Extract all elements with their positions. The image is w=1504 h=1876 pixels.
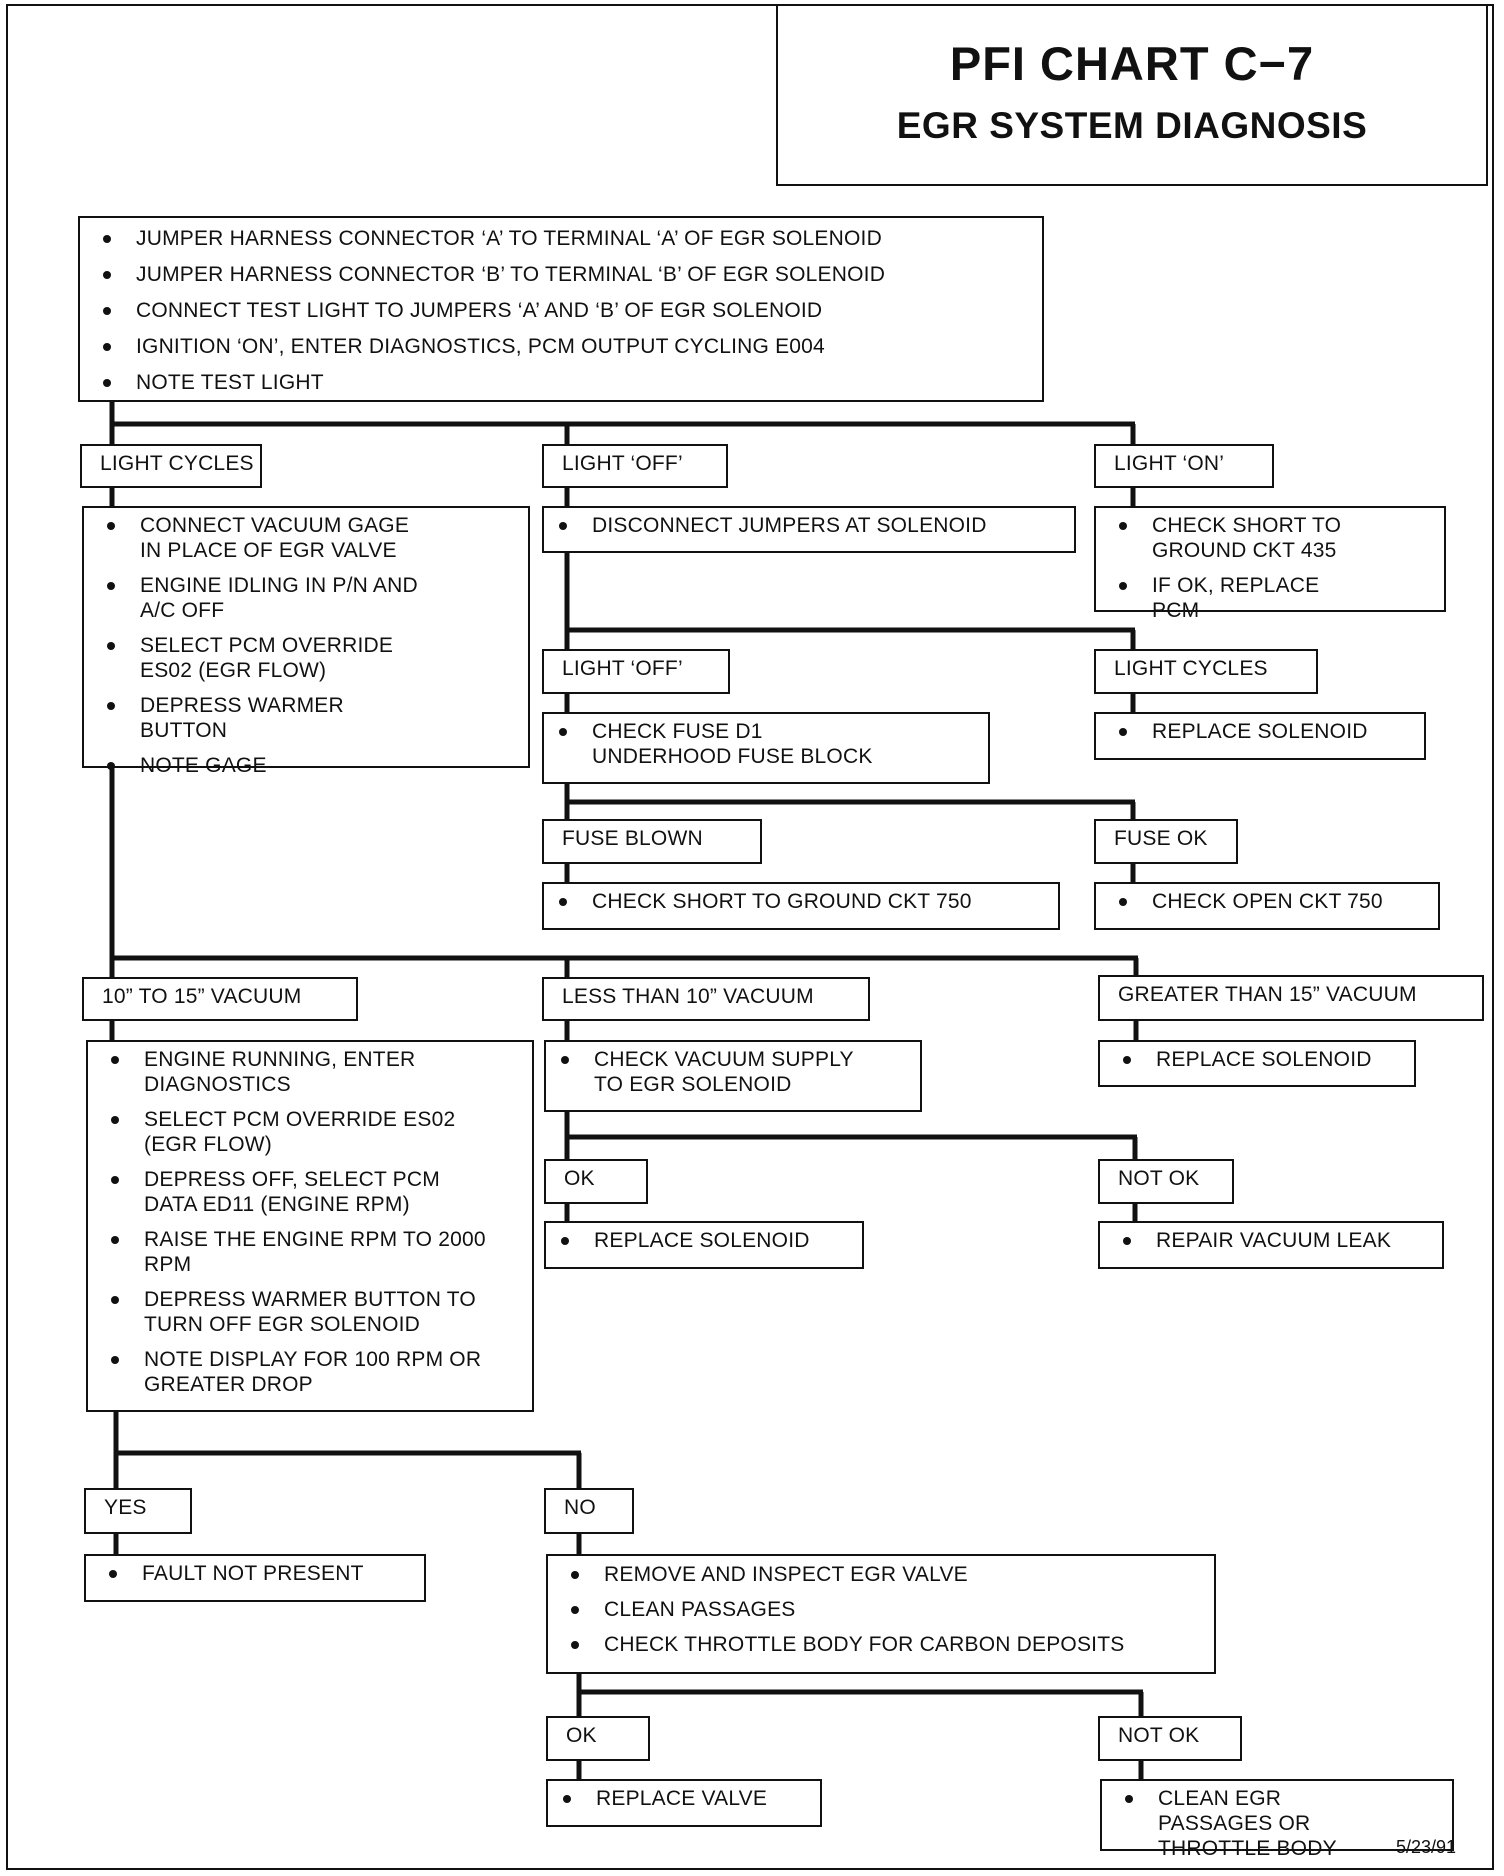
label-vacuum-less-10: LESS THAN 10” VACUUM — [542, 977, 870, 1021]
step-item: CHECK FUSE D1 UNDERHOOD FUSE BLOCK — [556, 719, 906, 769]
label-fuse-ok: FUSE OK — [1094, 819, 1238, 864]
step-item: NOTE GAGE — [104, 753, 434, 778]
step-item: SELECT PCM OVERRIDE ES02 (EGR FLOW) — [108, 1107, 488, 1157]
start-steps-list: JUMPER HARNESS CONNECTOR ‘A’ TO TERMINAL… — [80, 218, 1042, 395]
start-steps-box: JUMPER HARNESS CONNECTOR ‘A’ TO TERMINAL… — [78, 216, 1044, 402]
chart-subtitle: EGR SYSTEM DIAGNOSIS — [896, 105, 1368, 146]
repair-vacuum-leak-list: REPAIR VACUUM LEAK — [1100, 1223, 1442, 1253]
inspect-egr-valve-list: REMOVE AND INSPECT EGR VALVE CLEAN PASSA… — [548, 1556, 1214, 1657]
label-light-cycles-2: LIGHT CYCLES — [1094, 649, 1318, 694]
step-item: JUMPER HARNESS CONNECTOR ‘A’ TO TERMINAL… — [100, 226, 1032, 251]
check-fuse-list: CHECK FUSE D1 UNDERHOOD FUSE BLOCK — [544, 714, 916, 769]
step-item: DEPRESS WARMER BUTTON — [104, 693, 434, 743]
step-item: REPAIR VACUUM LEAK — [1120, 1228, 1432, 1253]
light-cycles-steps-box: CONNECT VACUUM GAGE IN PLACE OF EGR VALV… — [82, 506, 530, 777]
step-item: ENGINE IDLING IN P/N AND A/C OFF — [104, 573, 434, 623]
step-item: CHECK VACUUM SUPPLY TO EGR SOLENOID — [558, 1047, 878, 1097]
light-off-steps-list: DISCONNECT JUMPERS AT SOLENOID — [544, 508, 1074, 538]
clean-egr-passages-list: CLEAN EGR PASSAGES OR THROTTLE BODY — [1102, 1781, 1402, 1861]
light-off-steps-box: DISCONNECT JUMPERS AT SOLENOID — [542, 506, 1076, 553]
step-item: DEPRESS WARMER BUTTON TO TURN OFF EGR SO… — [108, 1287, 488, 1337]
step-item: JUMPER HARNESS CONNECTOR ‘B’ TO TERMINAL… — [100, 262, 1032, 287]
replace-solenoid-box-1: REPLACE SOLENOID — [1094, 712, 1426, 760]
label-not-ok-valve: NOT OK — [1098, 1716, 1242, 1761]
replace-solenoid-list-1: REPLACE SOLENOID — [1096, 714, 1424, 744]
label-vacuum-10-15: 10” TO 15” VACUUM — [82, 977, 358, 1021]
revision-date: 5/23/91 — [1395, 1837, 1456, 1857]
step-item: ENGINE RUNNING, ENTER DIAGNOSTICS — [108, 1047, 488, 1097]
light-on-steps-list: CHECK SHORT TO GROUND CKT 435 IF OK, REP… — [1096, 508, 1366, 623]
step-item: CHECK OPEN CKT 750 — [1116, 889, 1428, 914]
step-item: FAULT NOT PRESENT — [106, 1561, 414, 1586]
step-item: IF OK, REPLACE PCM — [1116, 573, 1356, 623]
label-ok-valve: OK — [546, 1716, 650, 1761]
inspect-egr-valve-box: REMOVE AND INSPECT EGR VALVE CLEAN PASSA… — [546, 1554, 1216, 1674]
label-light-off-2: LIGHT ‘OFF’ — [542, 649, 730, 694]
step-item: CLEAN EGR PASSAGES OR THROTTLE BODY — [1122, 1786, 1392, 1861]
fault-not-present-list: FAULT NOT PRESENT — [86, 1556, 424, 1586]
step-item: REPLACE SOLENOID — [1120, 1047, 1404, 1072]
label-not-ok-vacuum: NOT OK — [1098, 1159, 1234, 1204]
light-cycles-steps-list: CONNECT VACUUM GAGE IN PLACE OF EGR VALV… — [84, 508, 444, 778]
label-yes: YES — [84, 1488, 192, 1534]
step-item: DEPRESS OFF, SELECT PCM DATA ED11 (ENGIN… — [108, 1167, 488, 1217]
check-fuse-box: CHECK FUSE D1 UNDERHOOD FUSE BLOCK — [542, 712, 990, 784]
step-item: NOTE TEST LIGHT — [100, 370, 1032, 395]
title-block: PFI CHART C−7 EGR SYSTEM DIAGNOSIS — [776, 4, 1488, 186]
step-item: SELECT PCM OVERRIDE ES02 (EGR FLOW) — [104, 633, 434, 683]
replace-valve-list: REPLACE VALVE — [548, 1781, 820, 1811]
replace-solenoid-list-2: REPLACE SOLENOID — [1100, 1042, 1414, 1072]
repair-vacuum-leak-box: REPAIR VACUUM LEAK — [1098, 1221, 1444, 1269]
label-ok-vacuum: OK — [544, 1159, 648, 1204]
replace-solenoid-box-3: REPLACE SOLENOID — [544, 1221, 864, 1269]
step-item: CHECK THROTTLE BODY FOR CARBON DEPOSITS — [568, 1632, 1204, 1657]
step-item: CLEAN PASSAGES — [568, 1597, 1204, 1622]
chart-title: PFI CHART C−7 — [949, 37, 1315, 90]
label-fuse-blown: FUSE BLOWN — [542, 819, 762, 864]
check-vacuum-supply-box: CHECK VACUUM SUPPLY TO EGR SOLENOID — [544, 1040, 922, 1112]
label-light-off: LIGHT ‘OFF’ — [542, 444, 728, 488]
light-on-steps-box: CHECK SHORT TO GROUND CKT 435 IF OK, REP… — [1094, 506, 1446, 622]
replace-valve-box: REPLACE VALVE — [546, 1779, 822, 1827]
step-item: CHECK SHORT TO GROUND CKT 750 — [556, 889, 1048, 914]
check-vacuum-supply-list: CHECK VACUUM SUPPLY TO EGR SOLENOID — [546, 1042, 888, 1097]
fault-not-present-box: FAULT NOT PRESENT — [84, 1554, 426, 1602]
step-item: REPLACE VALVE — [560, 1786, 810, 1811]
label-no: NO — [544, 1488, 634, 1534]
step-item: CHECK SHORT TO GROUND CKT 435 — [1116, 513, 1356, 563]
step-item: CONNECT TEST LIGHT TO JUMPERS ‘A’ AND ‘B… — [100, 298, 1032, 323]
step-item: IGNITION ‘ON’, ENTER DIAGNOSTICS, PCM OU… — [100, 334, 1032, 359]
step-item: DISCONNECT JUMPERS AT SOLENOID — [556, 513, 1064, 538]
label-light-cycles: LIGHT CYCLES — [80, 444, 262, 488]
page-border — [6, 4, 1494, 1870]
check-open-750-box: CHECK OPEN CKT 750 — [1094, 882, 1440, 930]
vacuum-10-15-steps-box: ENGINE RUNNING, ENTER DIAGNOSTICS SELECT… — [86, 1040, 534, 1412]
replace-solenoid-list-3: REPLACE SOLENOID — [546, 1223, 862, 1253]
vacuum-10-15-steps-list: ENGINE RUNNING, ENTER DIAGNOSTICS SELECT… — [88, 1042, 498, 1397]
step-item: NOTE DISPLAY FOR 100 RPM OR GREATER DROP — [108, 1347, 488, 1397]
step-item: RAISE THE ENGINE RPM TO 2000 RPM — [108, 1227, 488, 1277]
check-short-750-list: CHECK SHORT TO GROUND CKT 750 — [544, 884, 1058, 914]
step-item: REPLACE SOLENOID — [1116, 719, 1414, 744]
check-open-750-list: CHECK OPEN CKT 750 — [1096, 884, 1438, 914]
label-light-on: LIGHT ‘ON’ — [1094, 444, 1274, 488]
clean-egr-passages-box: CLEAN EGR PASSAGES OR THROTTLE BODY — [1100, 1779, 1454, 1860]
step-item: CONNECT VACUUM GAGE IN PLACE OF EGR VALV… — [104, 513, 434, 563]
replace-solenoid-box-2: REPLACE SOLENOID — [1098, 1040, 1416, 1087]
label-vacuum-greater-15: GREATER THAN 15” VACUUM — [1098, 975, 1484, 1021]
step-item: REMOVE AND INSPECT EGR VALVE — [568, 1562, 1204, 1587]
step-item: REPLACE SOLENOID — [558, 1228, 852, 1253]
check-short-750-box: CHECK SHORT TO GROUND CKT 750 — [542, 882, 1060, 930]
